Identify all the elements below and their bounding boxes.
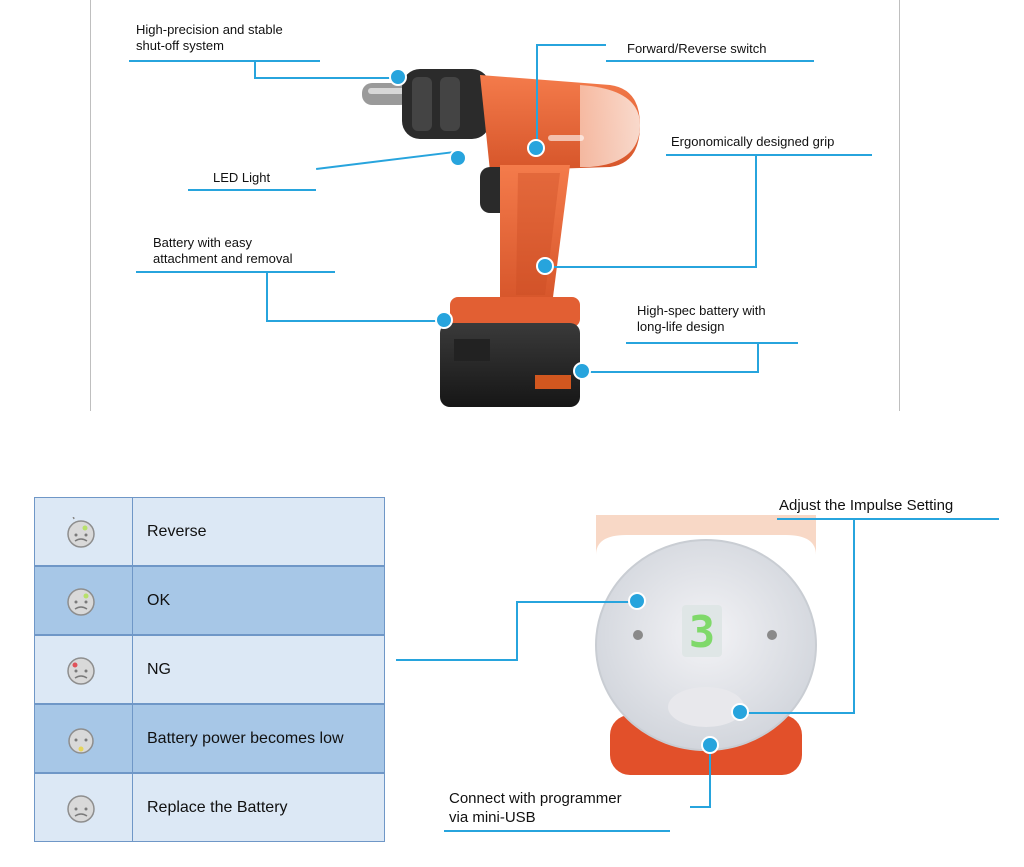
callout-shutoff-connector (254, 60, 256, 78)
callout-impulse-underline (777, 518, 999, 520)
callout-usb-label: Connect with programmer via mini-USB (449, 790, 622, 826)
legend-label: OK (147, 591, 171, 609)
led-replace-battery-icon (67, 795, 95, 823)
callout-grip-connector-h (546, 266, 757, 268)
callout-led-light-dot (449, 149, 467, 167)
legend-icon-cell (35, 567, 133, 634)
legend-row: Battery power becomes low (34, 704, 385, 773)
led-battery-low-icon (68, 728, 94, 754)
callout-impulse-connector-v (853, 518, 855, 714)
frame-left-line (90, 0, 91, 411)
callout-grip-connector-v (755, 154, 757, 268)
callout-forward-reverse-dot (527, 139, 545, 157)
led-reverse-icon (67, 517, 95, 548)
legend-row: OK (34, 566, 385, 635)
legend-icon-cell (35, 636, 133, 703)
callout-shutoff-connector-h (254, 77, 398, 79)
callout-battery-spec-underline (626, 342, 798, 344)
legend-icon-cell (35, 705, 133, 772)
legend-label: Battery power becomes low (147, 729, 344, 747)
callout-impulse-dot (731, 703, 749, 721)
callout-battery-spec-label: High-spec battery with long-life design (637, 303, 766, 334)
led-ok-icon (67, 588, 95, 616)
impulse-setting-display: 3 (689, 607, 716, 658)
cordless-drill-illustration (362, 69, 640, 407)
callout-usb-connector-v (709, 747, 711, 807)
callout-usb-connector-h (690, 806, 711, 808)
callout-led-light-label: LED Light (213, 170, 271, 185)
callout-usb-dot (701, 736, 719, 754)
callout-shutoff-label: High-precision and stable shut-off syste… (136, 22, 283, 53)
callout-led-connector-h1 (396, 659, 518, 661)
callout-battery-spec-connector-h (582, 371, 759, 373)
callout-grip-dot (536, 257, 554, 275)
led-status-legend-table: Reverse OK NG (34, 497, 385, 842)
callout-forward-reverse-label: Forward/Reverse switch (627, 41, 767, 56)
callout-battery-spec-connector-v (757, 342, 759, 372)
callout-impulse-connector-h (742, 712, 855, 714)
callout-battery-attach-label: Battery with easy attachment and removal (153, 235, 293, 266)
callout-battery-attach-connector-h (266, 320, 444, 322)
callout-grip-underline (666, 154, 872, 156)
callout-battery-attach-dot (435, 311, 453, 329)
legend-label: NG (147, 660, 171, 678)
callout-battery-spec-dot (573, 362, 591, 380)
callout-grip-label: Ergonomically designed grip (671, 134, 835, 149)
callout-led-light-underline (188, 189, 316, 191)
callout-forward-reverse-connector-v (536, 44, 538, 144)
callout-battery-attach-connector-v (266, 271, 268, 321)
legend-icon-cell (35, 498, 133, 565)
callout-forward-reverse-underline (606, 60, 814, 62)
callout-led-dot (628, 592, 646, 610)
callout-shutoff-underline (129, 60, 320, 62)
legend-row: NG (34, 635, 385, 704)
legend-row: Replace the Battery (34, 773, 385, 842)
callout-usb-underline (444, 830, 670, 832)
legend-row: Reverse (34, 497, 385, 566)
legend-icon-cell (35, 774, 133, 841)
tool-rear-cap-illustration: 3 (595, 515, 817, 775)
callout-battery-attach-underline (136, 271, 335, 273)
callout-forward-reverse-connector-h (536, 44, 606, 46)
callout-shutoff-dot (389, 68, 407, 86)
legend-label: Replace the Battery (147, 798, 288, 816)
led-ng-icon (67, 657, 95, 685)
callout-led-connector-h2 (516, 601, 638, 603)
callout-impulse-label: Adjust the Impulse Setting (779, 497, 954, 514)
callout-led-connector-v (516, 601, 518, 661)
legend-label: Reverse (147, 522, 207, 540)
frame-right-line (899, 0, 900, 411)
